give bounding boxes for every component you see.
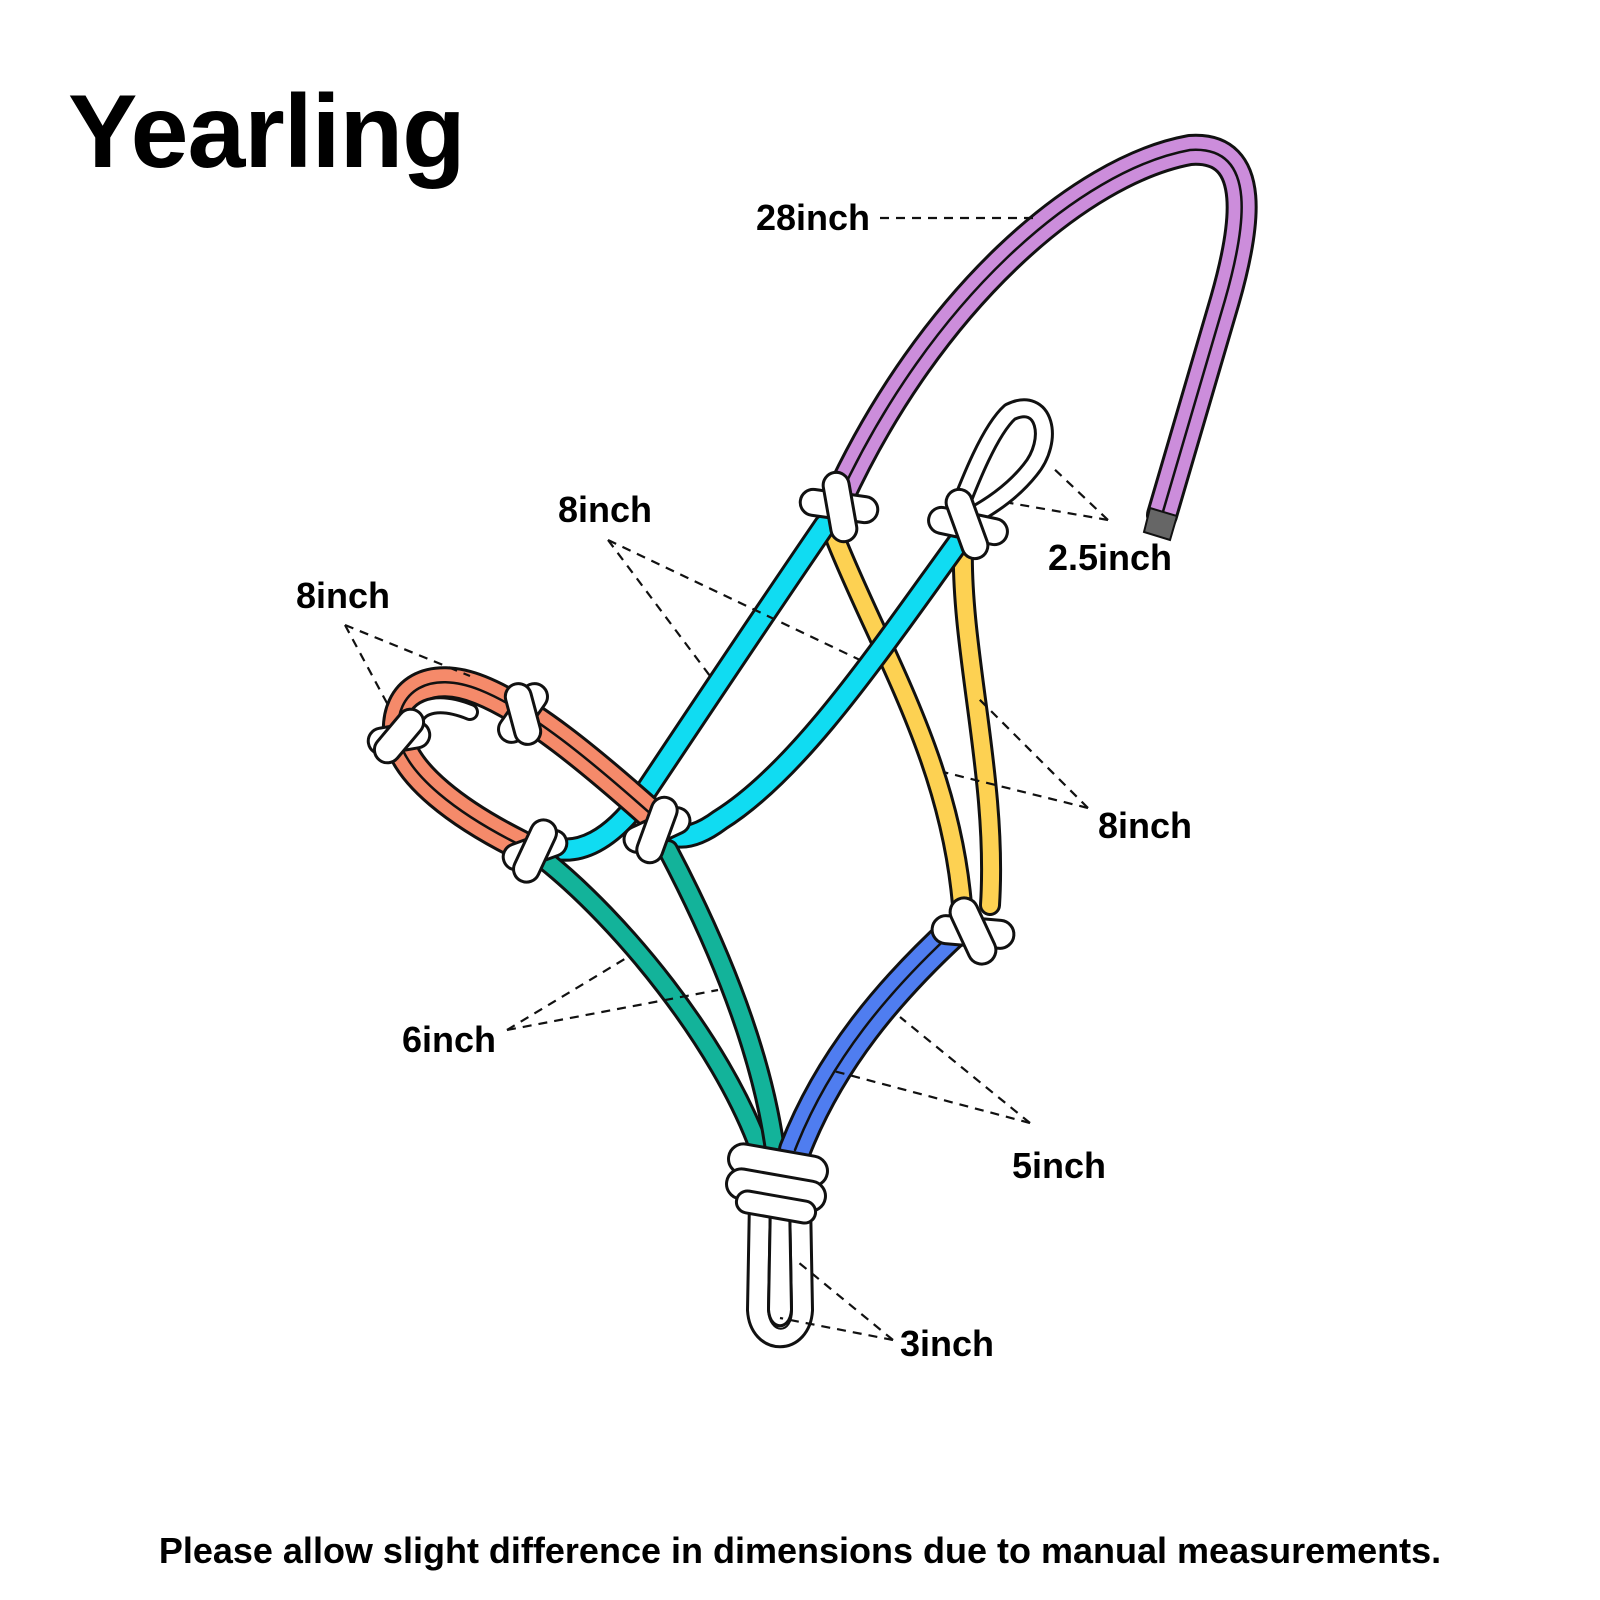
tie-loop	[746, 1188, 814, 1349]
knot-nose-bottom	[501, 818, 569, 884]
knot-chin	[725, 1142, 829, 1225]
chin-ropes	[534, 839, 786, 1161]
diagram-title: Yearling	[68, 74, 466, 190]
knots	[366, 470, 1016, 1225]
cheek-ropes	[540, 513, 972, 862]
knot-crown-cheek	[798, 470, 880, 544]
throat-loop-length-label: 2.5inch	[1048, 537, 1173, 578]
leader-lines	[344, 216, 1109, 1342]
crown-strap	[822, 133, 1258, 542]
throat-length-label: 8inch	[1098, 805, 1193, 846]
crown-strap-tip	[1142, 506, 1179, 542]
cheek-length-label: 8inch	[558, 489, 653, 530]
knot-throat-top	[927, 487, 1009, 561]
chin-length-label: 6inch	[402, 1019, 497, 1060]
jaw-length-label: 5inch	[1012, 1145, 1107, 1186]
knot-nose-left	[366, 707, 432, 765]
tie-loop-length-label: 3inch	[900, 1323, 995, 1364]
nose-loop	[381, 666, 668, 861]
throat-loop	[945, 398, 1054, 530]
crown-length-label: 28inch	[756, 197, 871, 238]
throat-ropes	[825, 529, 1003, 916]
knot-nose-right	[622, 795, 692, 865]
jaw-ropes	[778, 913, 972, 1167]
knot-throat-jaw	[930, 896, 1016, 966]
knot-nose-top	[497, 682, 549, 746]
nose-length-label: 8inch	[296, 575, 391, 616]
measurement-disclaimer: Please allow slight difference in dimens…	[158, 1530, 1442, 1571]
